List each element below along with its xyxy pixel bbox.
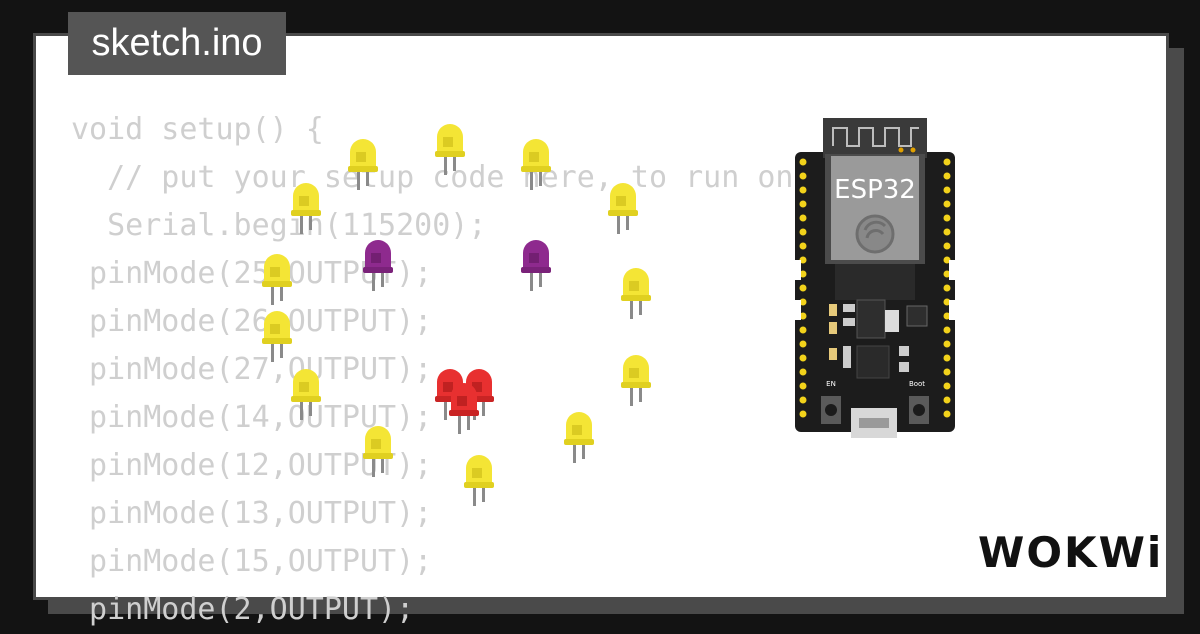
yellow-led-icon[interactable] [290, 368, 322, 422]
yellow-led-icon[interactable] [261, 253, 293, 307]
yellow-led-icon[interactable] [607, 182, 639, 236]
yellow-led-icon[interactable] [434, 123, 466, 177]
board-label: ESP32 [834, 175, 916, 205]
preview-card: void setup() { // put your setup code he… [33, 33, 1169, 627]
en-label: EN [826, 380, 836, 388]
yellow-led-icon[interactable] [563, 411, 595, 465]
code-line: pinMode(26,OUTPUT); [71, 304, 433, 339]
yellow-led-icon[interactable] [362, 425, 394, 479]
code-line: pinMode(13,OUTPUT); [71, 496, 433, 531]
code-line: pinMode(27,OUTPUT); [71, 352, 433, 387]
boot-label: Boot [909, 380, 925, 388]
yellow-led-icon[interactable] [261, 310, 293, 364]
wokwi-logo[interactable]: WOKWi [978, 528, 1163, 577]
code-line: void setup() { [71, 112, 324, 147]
code-line: pinMode(15,OUTPUT); [71, 544, 433, 579]
wokwi-logo-text: WOKWi [978, 528, 1164, 577]
yellow-led-icon[interactable] [620, 354, 652, 408]
sketch-title-tab: sketch.ino [68, 12, 286, 75]
yellow-led-icon[interactable] [347, 138, 379, 192]
yellow-led-icon[interactable] [290, 182, 322, 236]
sketch-title: sketch.ino [91, 22, 263, 64]
purple-led-icon[interactable] [520, 239, 552, 293]
esp32-board[interactable]: ESP32 EN Boot [795, 118, 957, 438]
yellow-led-icon[interactable] [463, 454, 495, 508]
code-line: Serial.begin(115200); [71, 208, 487, 243]
code-line: pinMode(2,OUTPUT); [71, 592, 415, 627]
yellow-led-icon[interactable] [620, 267, 652, 321]
red-led-icon[interactable] [448, 382, 480, 436]
purple-led-icon[interactable] [362, 239, 394, 293]
yellow-led-icon[interactable] [520, 138, 552, 192]
